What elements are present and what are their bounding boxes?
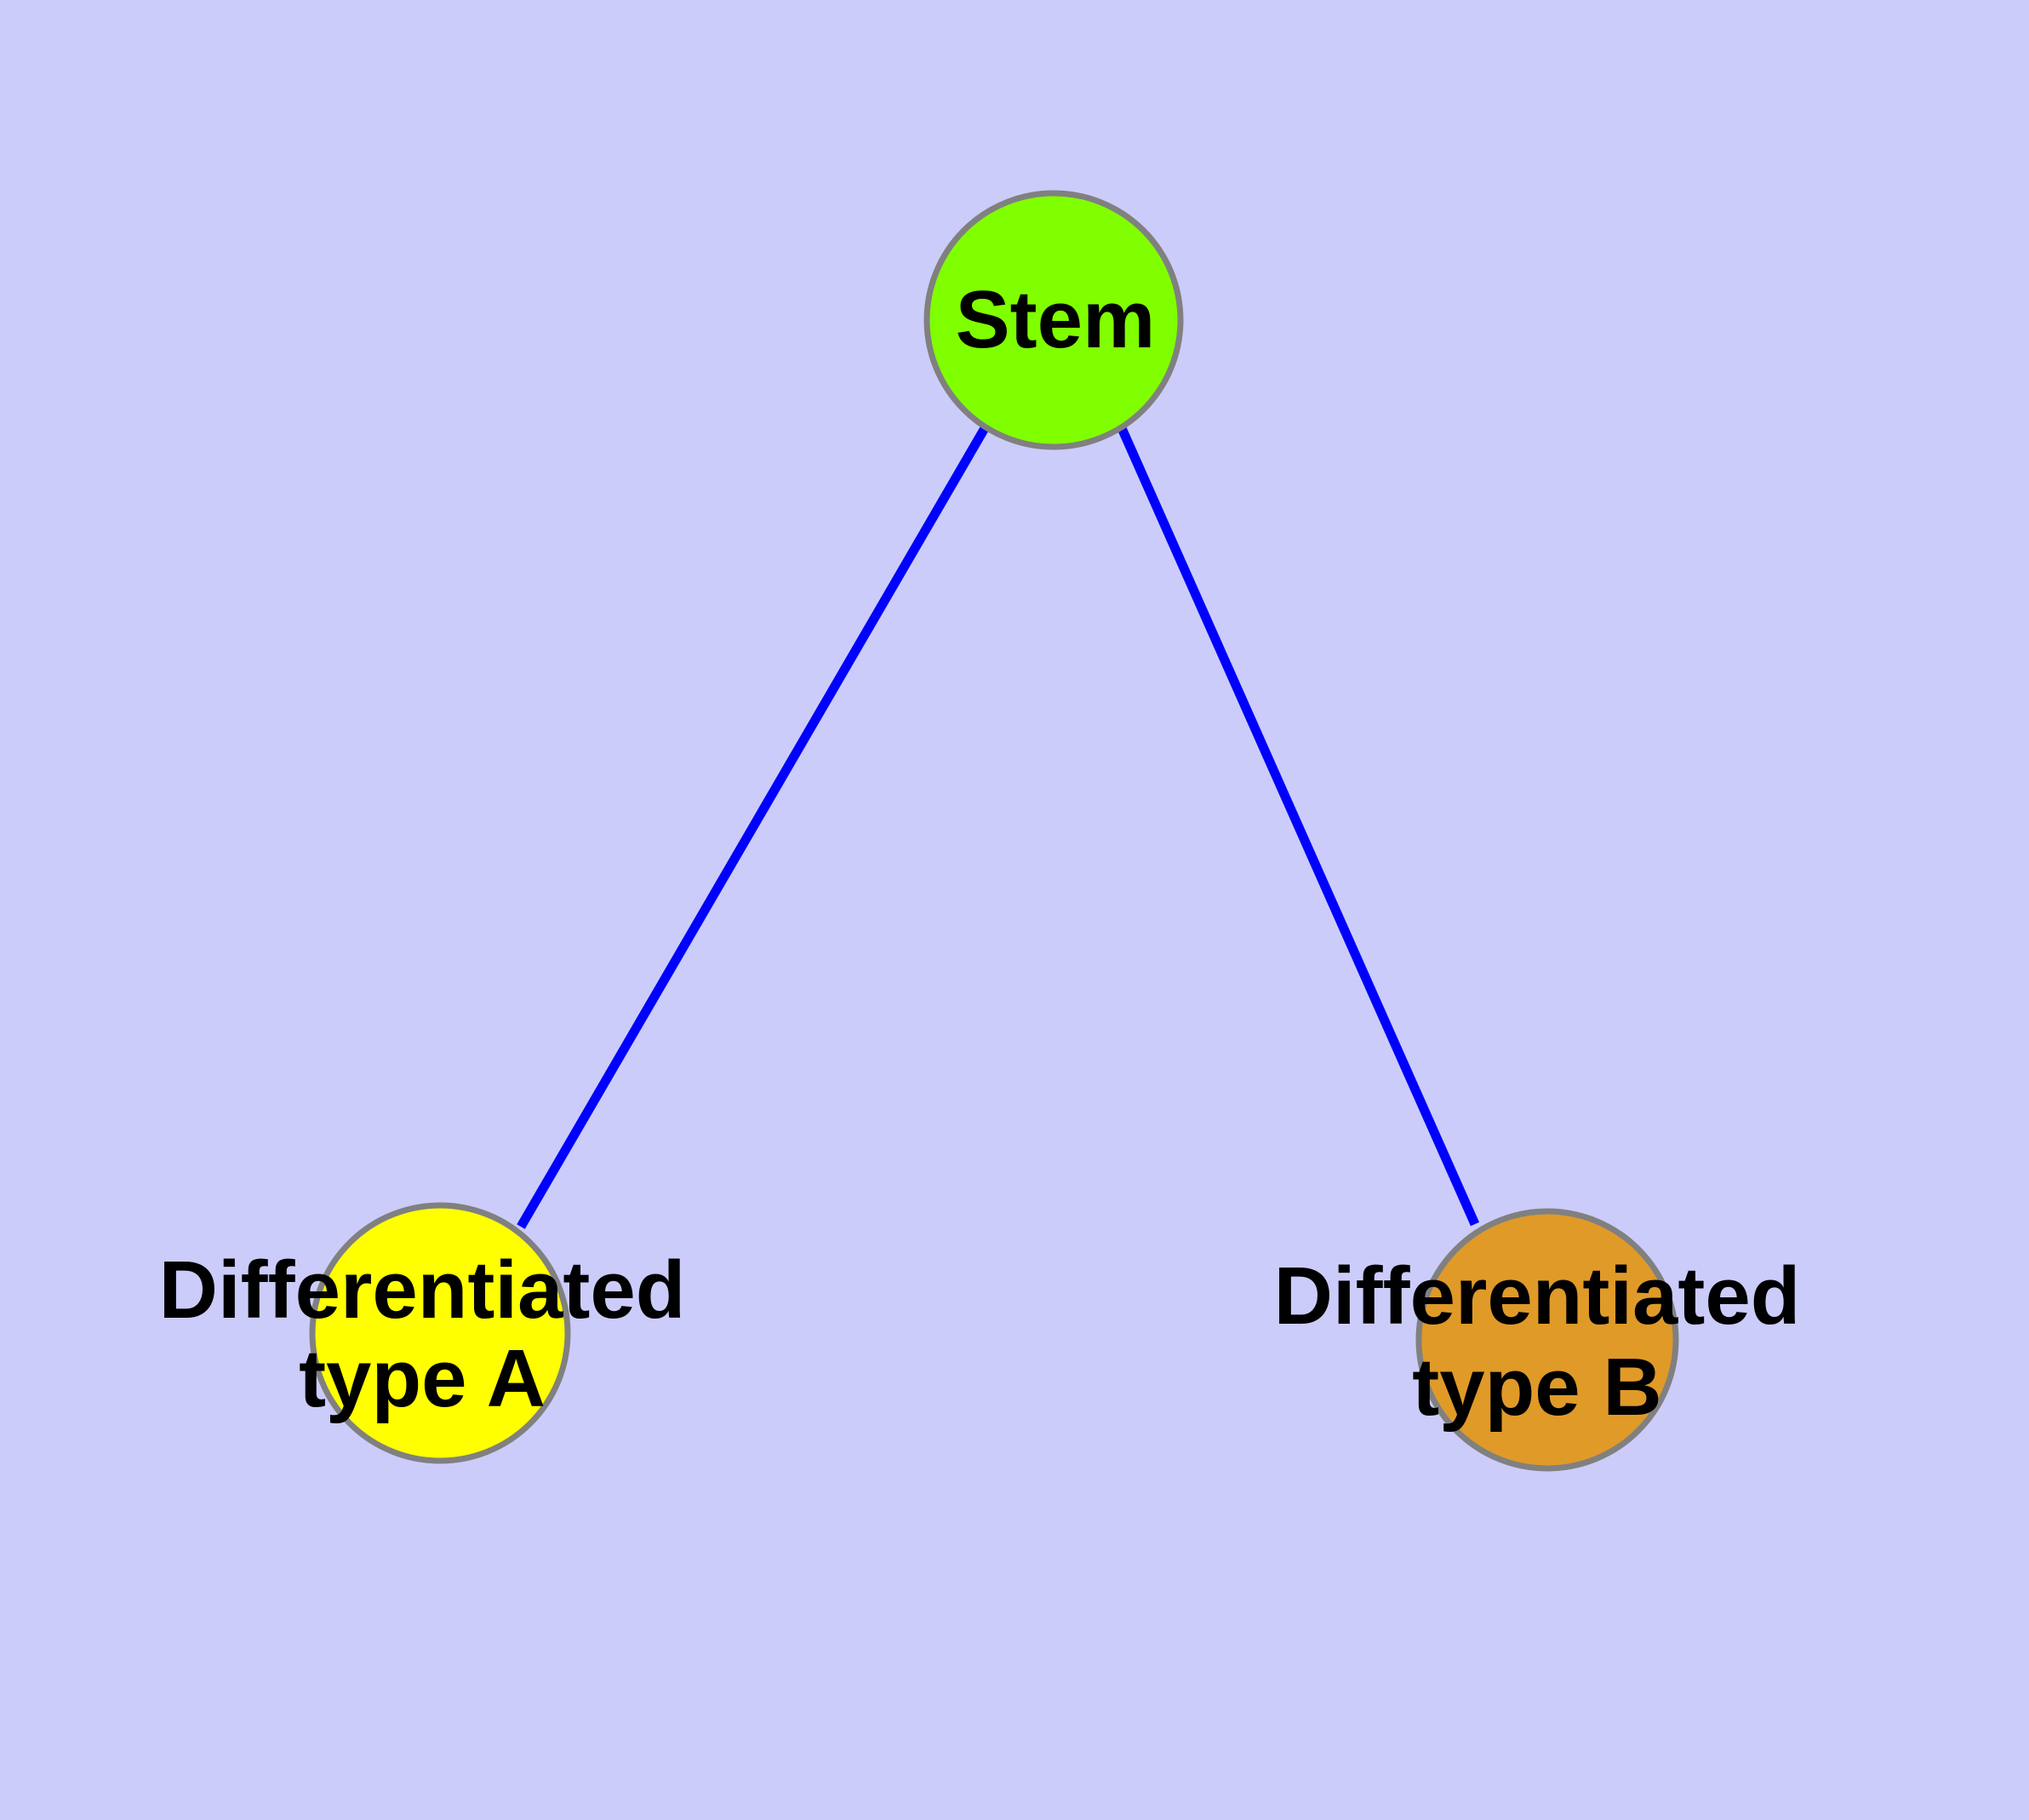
edge-stem-to-diff-b[interactable] <box>1117 426 1480 1227</box>
nodes-layer <box>309 190 1679 1472</box>
node-diff-b[interactable] <box>1415 1208 1679 1472</box>
edges-layer <box>517 426 1480 1229</box>
node-stem[interactable] <box>923 190 1184 450</box>
node-label-diff-b-line-2: type B <box>1412 1342 1661 1433</box>
node-label-stem-line-1: Stem <box>956 274 1156 365</box>
node-label-diff-a-line-2: type A <box>299 1333 546 1424</box>
node-label-diff-b-line-1: Differentiated <box>1274 1251 1801 1342</box>
node-diff-a[interactable] <box>309 1202 571 1464</box>
edge-stem-to-diff-a[interactable] <box>517 426 989 1229</box>
node-label-diff-a-line-1: Differentiated <box>159 1245 686 1336</box>
